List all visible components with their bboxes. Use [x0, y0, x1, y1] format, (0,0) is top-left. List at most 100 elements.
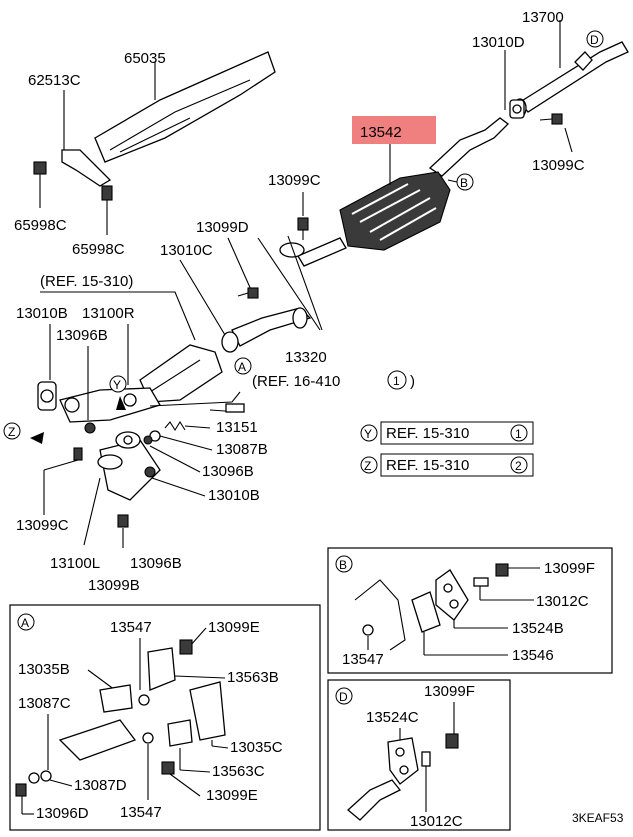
svg-text:Z: Z	[8, 425, 15, 439]
hanger-13524C	[387, 737, 419, 785]
label-13096B-top: 13096B	[56, 327, 108, 344]
label-13099F-d: 13099F	[424, 683, 475, 700]
label-13524B: 13524B	[512, 620, 564, 637]
label-13524C: 13524C	[366, 709, 419, 726]
label-13099E-a-top: 13099E	[208, 619, 260, 636]
tail-pipe-13700[interactable]	[513, 41, 629, 118]
bolt-13099C-right[interactable]	[539, 113, 563, 125]
label-13099C-right: 13099C	[532, 157, 585, 174]
bolt-13099E-bottom	[161, 761, 175, 775]
rubber-hanger-13546	[411, 591, 441, 633]
label-13087D: 13087D	[74, 777, 127, 794]
label-13096B-bottom: 13096B	[130, 555, 182, 572]
svg-text:B: B	[339, 558, 347, 572]
bolt-13099D[interactable]	[237, 287, 259, 299]
bracket-13563B	[147, 647, 176, 691]
spacer-13012C-d	[421, 751, 431, 767]
label-13010B-top: 13010B	[16, 305, 68, 322]
label-13087C: 13087C	[18, 695, 71, 712]
washer-13087	[138, 694, 150, 706]
bolt-65998C-bottom[interactable]	[101, 185, 113, 201]
ref-16-410-close: )	[410, 373, 415, 390]
bracket-13035B	[99, 684, 133, 713]
label-13010C: 13010C	[160, 242, 213, 259]
spring-13151[interactable]	[164, 420, 186, 432]
marker-y: Y	[109, 375, 127, 393]
ref-15-310-label: (REF. 15-310)	[40, 273, 133, 290]
svg-text:A: A	[238, 360, 246, 374]
diagram-code: 3KEAF53	[572, 811, 624, 825]
label-13100R: 13100R	[82, 305, 135, 322]
label-65998C-left: 65998C	[14, 217, 67, 234]
bolt-13099F-d	[445, 733, 459, 749]
label-65035: 65035	[124, 50, 166, 67]
label-13099C-middle: 13099C	[268, 172, 321, 189]
svg-text:D: D	[339, 690, 348, 704]
spacer-13012C-b	[473, 577, 489, 587]
label-65998C-bottom: 65998C	[72, 241, 125, 258]
label-13096B-middle: 13096B	[202, 463, 254, 480]
label-13547-b: 13547	[342, 651, 384, 668]
svg-text:REF. 15-310: REF. 15-310	[386, 457, 469, 474]
ref-16-410-number: 1	[393, 374, 400, 388]
washer-13547-bottom	[142, 732, 154, 744]
highlight-13542	[352, 116, 436, 144]
svg-text:1: 1	[515, 427, 522, 441]
exhaust-manifold-13100R[interactable]	[59, 387, 161, 423]
label-13563C: 13563C	[212, 763, 265, 780]
label-62513C: 62513C	[28, 72, 81, 89]
label-13099D: 13099D	[196, 219, 249, 236]
detail-box-d: D 13099F 13524C 13012C	[327, 679, 511, 831]
label-13099C-left: 13099C	[16, 517, 69, 534]
bracket-13035C	[189, 681, 226, 741]
bolt-13099C-middle[interactable]	[297, 217, 309, 240]
label-13099B: 13099B	[88, 577, 140, 594]
bolt-13099C-left[interactable]	[73, 447, 83, 461]
marker-b-top: B	[456, 173, 474, 191]
label-13151: 13151	[216, 419, 258, 436]
label-13012C-d: 13012C	[410, 813, 463, 830]
label-13087B: 13087B	[216, 441, 268, 458]
nut-13096B-top[interactable]	[84, 422, 96, 434]
bracket-62513C[interactable]	[61, 149, 112, 187]
marker-a-mid: A	[234, 357, 252, 375]
svg-text:REF. 15-310: REF. 15-310	[386, 425, 469, 442]
svg-text:A: A	[21, 616, 29, 630]
svg-text:Y: Y	[364, 427, 372, 441]
svg-text:B: B	[460, 176, 468, 190]
front-pipe[interactable]	[221, 307, 312, 353]
washer-13547-b	[362, 624, 374, 636]
bolt-13099B[interactable]	[117, 514, 129, 528]
sensor-connector[interactable]	[225, 403, 245, 413]
svg-text:D: D	[590, 33, 599, 47]
label-13035C: 13035C	[230, 739, 283, 756]
hanger-pipe-a	[58, 719, 137, 761]
label-13099F-b: 13099F	[544, 560, 595, 577]
bolt-13099E-top	[179, 639, 193, 655]
label-13035B: 13035B	[18, 661, 70, 678]
detail-box-a: A 13547 13099E 13563B 13035B 13087C 1303…	[9, 604, 321, 831]
ref-16-410-label: (REF. 16-410	[252, 373, 340, 390]
exhaust-manifold-13100L[interactable]	[97, 431, 161, 501]
bracket-13563C	[167, 719, 193, 747]
nut-13010B-bottom[interactable]	[144, 466, 156, 478]
label-13547-a-top: 13547	[110, 619, 152, 636]
washer-13087c	[28, 772, 40, 784]
gasket-13010D[interactable]	[509, 99, 525, 119]
gasket-13010B[interactable]	[37, 381, 57, 411]
nut-13096B-middle[interactable]	[143, 435, 153, 445]
label-13096D: 13096D	[36, 805, 89, 822]
bolt-65998C-left[interactable]	[33, 161, 47, 175]
label-13700: 13700	[522, 9, 564, 26]
label-13546: 13546	[512, 647, 554, 664]
label-13010D: 13010D	[472, 34, 525, 51]
washer-13087d	[40, 770, 52, 782]
label-13547-a-bottom: 13547	[120, 804, 162, 821]
heat-shield-65035[interactable]	[94, 51, 276, 163]
pipe-stub-d	[347, 779, 402, 821]
muffler-13542[interactable]	[279, 117, 509, 267]
nut-13096D	[15, 783, 27, 797]
hanger-13524B	[435, 569, 469, 621]
svg-text:2: 2	[515, 459, 522, 473]
